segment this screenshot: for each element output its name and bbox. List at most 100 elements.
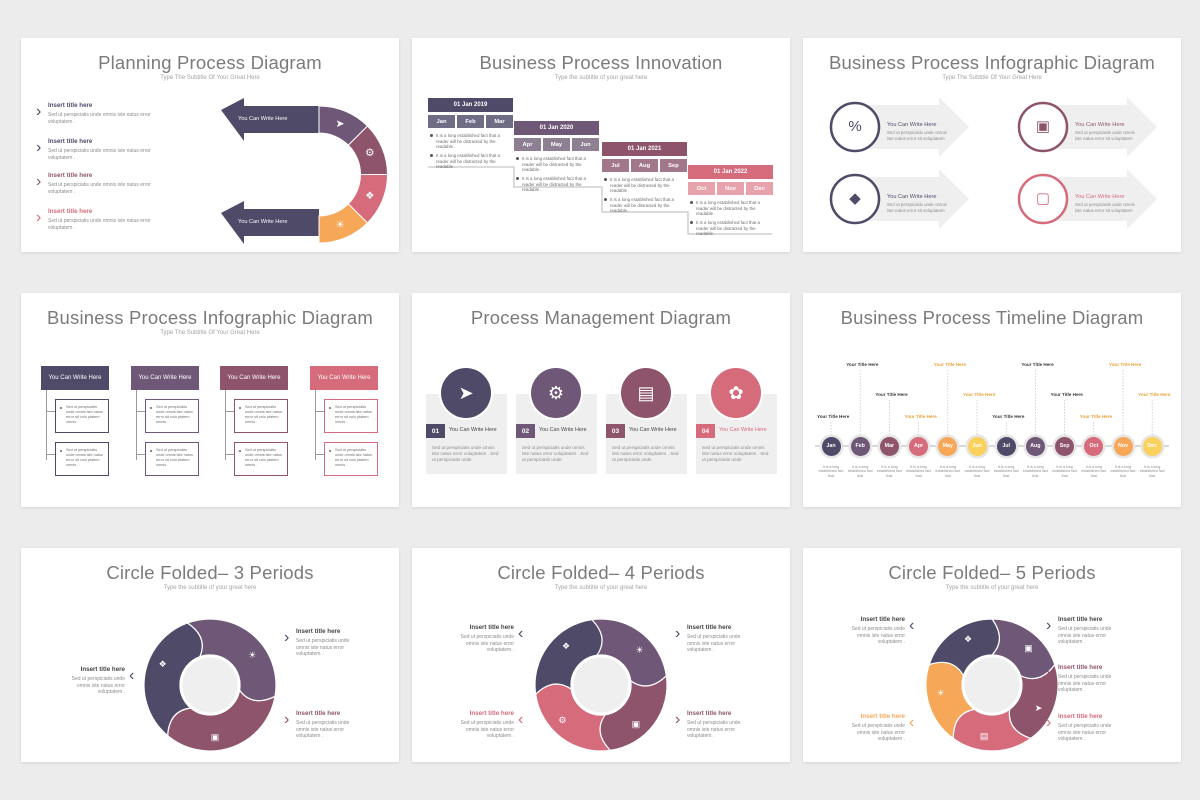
- slide-planning-process[interactable]: Planning Process Diagram Type The Subtit…: [21, 38, 399, 252]
- step-bullet: It is a long established fact that a rea…: [436, 153, 500, 170]
- month-cell: Aug: [631, 159, 658, 172]
- slide-business-infographic-arrows[interactable]: Business Process Infographic Diagram Typ…: [803, 38, 1181, 252]
- puzzle-icon: ❖: [562, 641, 571, 652]
- card-title: You Can Write Here: [629, 427, 677, 433]
- bullet-dot: [239, 407, 241, 409]
- slide-circle-folded-4[interactable]: Circle Folded– 4 Periods Type the subtit…: [412, 548, 790, 762]
- month-node: Jan: [821, 436, 841, 456]
- bullet-dot: [329, 450, 331, 452]
- item-body: Sed ut perspiciatis unde omnis iste natu…: [460, 634, 514, 653]
- shopping-bag-icon: ▤: [979, 731, 989, 742]
- u-turn-arrow-diagram: [221, 98, 389, 244]
- step-date: 01 Jan 2019: [428, 98, 513, 112]
- box-text: Sed ut perspiciatis unde omnis iste natu…: [335, 448, 372, 467]
- item-title: Insert title here: [48, 138, 93, 145]
- node-text: It is a long established fact that: [1139, 465, 1165, 478]
- step-bullet: It is a long established fact that a rea…: [436, 133, 500, 150]
- month-node: Jul: [996, 436, 1016, 456]
- timeline-label: Your Title Here: [875, 392, 908, 397]
- chevron-left-icon: ‹: [909, 714, 915, 731]
- timeline-label: Your Title Here: [846, 362, 879, 367]
- item-title: Insert title here: [1058, 713, 1103, 720]
- slide-circle-folded-3[interactable]: Circle Folded– 3 Periods Type the subtit…: [21, 548, 399, 762]
- card-number: 04: [696, 424, 715, 438]
- hands-percent-icon: %: [848, 118, 862, 135]
- chevron-right-icon: ›: [36, 173, 42, 190]
- item-title: Insert title here: [80, 666, 125, 673]
- arrow-shapes: [829, 97, 1157, 229]
- slide-title: Business Process Timeline Diagram: [840, 307, 1144, 328]
- timeline-lines: [815, 370, 1169, 447]
- chevron-left-icon: ‹: [518, 711, 524, 728]
- icon-circle: [1017, 101, 1069, 153]
- text-box: Sed ut perspiciatis unde omnis iste natu…: [145, 442, 199, 476]
- step-bullet: It is a long established fact that a rea…: [522, 156, 586, 173]
- icon-circle: [829, 173, 881, 225]
- text-box: Sed ut perspiciatis unde omnis iste natu…: [234, 442, 288, 476]
- chevron-right-icon: ›: [1046, 665, 1052, 682]
- item-body: Sed ut perspiciatis unde omnis iste natu…: [1075, 202, 1135, 213]
- chevron-right-icon: ›: [36, 103, 42, 120]
- item-body: Sed ut perspiciatis unde omnis iste natu…: [48, 182, 151, 195]
- slide-business-process-innovation[interactable]: Business Process Innovation Type the sub…: [412, 38, 790, 252]
- item-body: Sed ut perspiciatis unde omnis iste natu…: [48, 218, 151, 231]
- bullet-dot: [239, 450, 241, 452]
- box-text: Sed ut perspiciatis unde omnis iste natu…: [245, 448, 282, 467]
- slide-title: Process Management Diagram: [470, 307, 732, 328]
- chevron-right-icon: ›: [675, 711, 681, 728]
- lightbulb-icon: ☀: [248, 649, 257, 660]
- icon-circle: [531, 368, 581, 418]
- circle-segment: [928, 618, 1001, 678]
- step-date: 01 Jan 2022: [688, 165, 773, 179]
- step-bullet: It is a long established fact that a rea…: [610, 177, 674, 194]
- month-cell: Nov: [717, 182, 744, 195]
- item-body: Sed ut perspiciatis unde omnis iste natu…: [48, 112, 151, 125]
- month-cell: Apr: [514, 138, 541, 151]
- card-title: You Can Write Here: [539, 427, 587, 433]
- bullet-dot: [329, 407, 331, 409]
- timeline-label: Your Title Here: [1079, 414, 1113, 419]
- slide-subtitle: Type The Subtitle Of Your Great Here: [160, 75, 260, 81]
- icon-circle: [829, 101, 881, 153]
- node-text: It is a long established fact that: [847, 465, 873, 478]
- timeline-label: Your Title Here: [1109, 362, 1142, 367]
- chevron-right-icon: ›: [284, 629, 290, 646]
- month-node: Jun: [967, 436, 987, 456]
- month-cell: Oct: [688, 182, 715, 195]
- slide-subtitle: Type the subtitle of your great here: [945, 585, 1039, 591]
- item-body: Sed ut perspiciatis unde omnis iste natu…: [460, 720, 514, 739]
- item-body: Sed ut perspiciatis unde omnis iste natu…: [1058, 674, 1112, 693]
- connector-line: [225, 390, 226, 460]
- shopping-bag-icon: ▤: [637, 383, 655, 403]
- slide-process-timeline[interactable]: Business Process Timeline Diagram Your T…: [803, 293, 1181, 507]
- item-body: Sed ut perspiciatis unde omnis iste natu…: [48, 148, 151, 161]
- chevron-right-icon: ›: [36, 209, 42, 226]
- timeline-label: Your Title Here: [963, 392, 996, 397]
- bullet-dot: [150, 407, 152, 409]
- monitor-chart-icon: ▣: [631, 718, 641, 729]
- chevron-right-icon: ›: [36, 139, 42, 156]
- folded-circle-5: [925, 618, 1059, 752]
- icon-circle: [1017, 173, 1069, 225]
- month-node: Dec: [1142, 436, 1162, 456]
- text-box: Sed ut perspiciatis unde omnis iste natu…: [145, 399, 199, 433]
- connector-line: [136, 454, 145, 455]
- icon-circle: [621, 368, 671, 418]
- slide-circle-folded-5[interactable]: Circle Folded– 5 Periods Type the subtit…: [803, 548, 1181, 762]
- slide-subtitle: Type the subtitle of your great here: [554, 585, 648, 591]
- box-text: Sed ut perspiciatis unde omnis iste natu…: [245, 405, 282, 424]
- slide-title: Business Process Innovation: [479, 52, 723, 73]
- slide-business-infographic-columns[interactable]: Business Process Infographic Diagram Typ…: [21, 293, 399, 507]
- arrow-shape: [1047, 97, 1157, 157]
